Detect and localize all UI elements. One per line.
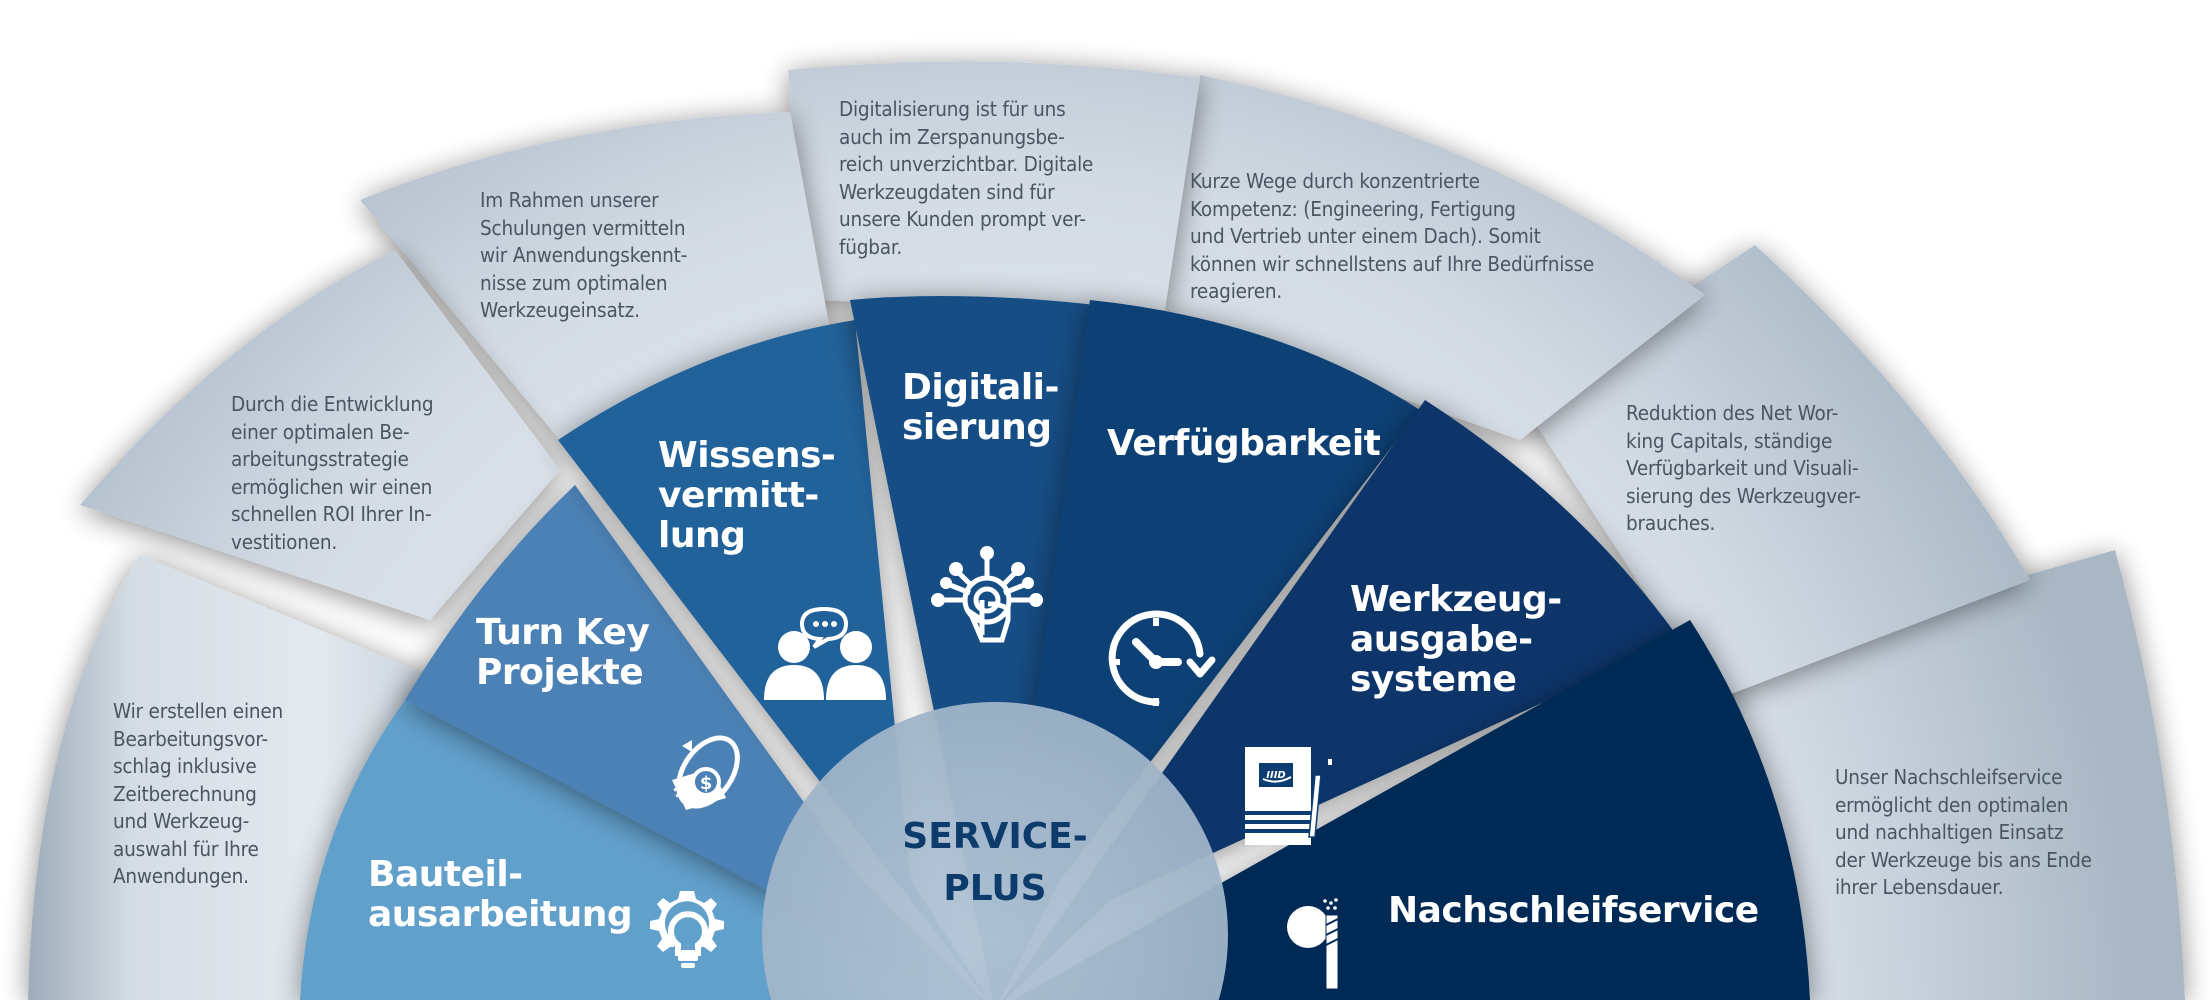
clock-arrow-icon [1108,610,1223,710]
outer-panel-digitalisierung [788,61,1200,310]
title-wissensvermittlung: Wissens- vermitt- lung [658,435,836,556]
outer-panel-turnkey [80,250,560,620]
title-verfuegbarkeit: Verfügbarkeit [1107,423,1381,464]
description-nachschleifservice: Unser Nachschleifservice ermöglicht den … [1835,765,2092,899]
outer-panel-werkzeugausgabe [1520,245,2030,700]
description-verfuegbarkeit: Kurze Wege durch konzentrierte Kompetenz… [1190,169,1595,303]
center-label: SERVICE- PLUS [902,816,1088,909]
description-digitalisierung: Digitalisierung ist für uns auch im Zers… [839,97,1094,259]
svg-text:IIID: IIID [1266,770,1285,781]
gear-lightbulb-icon [640,885,735,975]
title-nachschleifservice: Nachschleifservice [1388,890,1759,931]
outer-panel-nachschleifservice [1730,550,2185,1000]
center-circle [762,702,1228,1000]
description-turn-key-projekte: Durch die Entwicklung einer optimalen Be… [231,392,434,554]
description-bauteilausarbeitung: Wir erstellen einen Bearbeitungsvor- sch… [113,699,284,888]
segment-verfuegbarkeit-shape [996,300,1420,1000]
title-turn-key-projekte: Turn Key Projekte [476,612,650,693]
grinding-drill-icon [1280,895,1350,990]
svg-text:$: $ [700,773,713,794]
digital-touch-icon [930,545,1045,665]
tool-dispenser-icon: IIID [1243,745,1338,845]
title-bauteilausarbeitung: Bauteil- ausarbeitung [368,854,633,935]
title-digitalisierung: Digitali- sierung [902,367,1059,448]
money-return-icon: $ [664,730,746,820]
title-werkzeugausgabesysteme: Werkzeug- ausgabe- systeme [1350,579,1562,700]
description-werkzeugausgabesysteme: Reduktion des Net Wor- king Capitals, st… [1626,401,1861,535]
description-wissensvermittlung: Im Rahmen unserer Schulungen vermitteln … [480,188,688,322]
people-chat-icon [762,605,890,700]
outer-panel-wissensvermittlung [360,112,830,440]
